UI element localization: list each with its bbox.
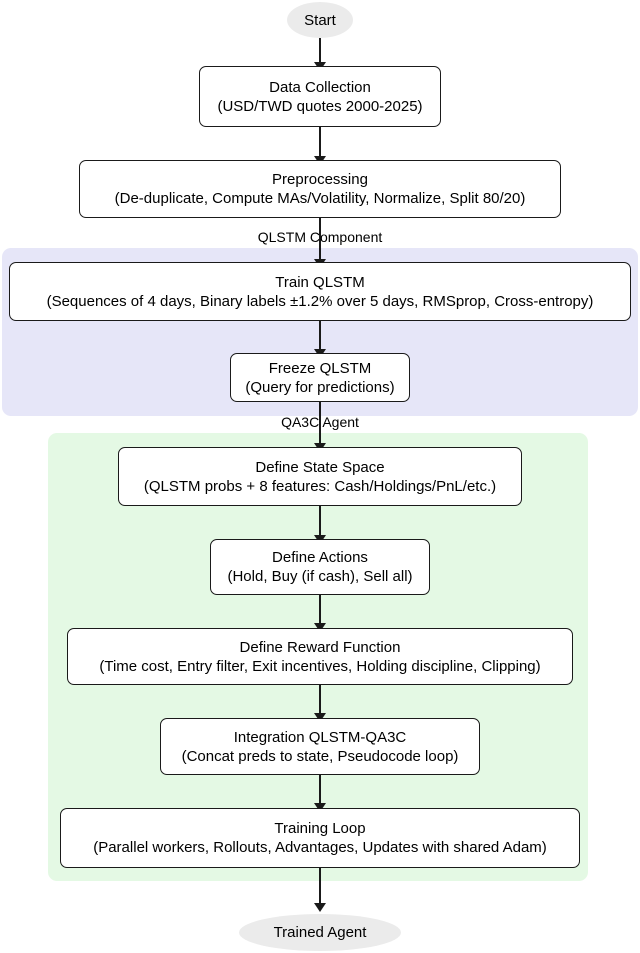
- node-data-collection-title: Data Collection: [269, 78, 371, 96]
- node-training-loop-title: Training Loop: [274, 820, 366, 837]
- node-train-qlstm-title: Train QLSTM: [275, 273, 365, 291]
- edge-training-loop-to-trained-agent-line: [319, 868, 321, 908]
- edge-data-collection-to-preprocessing-line: [319, 127, 321, 159]
- node-integration-qlstm-qa3c-title: Integration QLSTM-QA3C: [233, 728, 407, 746]
- terminal-start[interactable]: Start: [287, 2, 353, 38]
- terminal-start-label: Start: [304, 11, 336, 29]
- node-define-reward-function-title: Define Reward Function: [239, 638, 401, 656]
- node-train-qlstm[interactable]: Train QLSTM (Sequences of 4 days, Binary…: [9, 262, 631, 321]
- node-define-actions-sub: (Hold, Buy (if cash), Sell all): [227, 568, 413, 585]
- node-preprocessing-title: Preprocessing: [272, 171, 368, 188]
- node-training-loop-sub: (Parallel workers, Rollouts, Advantages,…: [93, 839, 547, 856]
- node-define-actions-title: Define Actions: [272, 549, 368, 566]
- node-preprocessing-sub: (De-duplicate, Compute MAs/Volatility, N…: [114, 190, 526, 207]
- node-define-state-space-title: Define State Space: [255, 458, 385, 476]
- node-data-collection-sub: (USD/TWD quotes 2000-2025): [217, 97, 423, 115]
- node-freeze-qlstm[interactable]: Freeze QLSTM (Query for predictions): [230, 353, 410, 402]
- node-define-actions[interactable]: Define Actions (Hold, Buy (if cash), Sel…: [210, 539, 430, 595]
- node-preprocessing[interactable]: Preprocessing (De-duplicate, Compute MAs…: [79, 160, 561, 218]
- edge-label-qlstm-component: QLSTM Component: [257, 229, 383, 245]
- node-freeze-qlstm-sub: (Query for predictions): [245, 378, 395, 396]
- edge-define-state-space-to-define-actions-line: [319, 506, 321, 540]
- terminal-trained-agent[interactable]: Trained Agent: [239, 914, 401, 951]
- node-define-reward-function-sub: (Time cost, Entry filter, Exit incentive…: [99, 657, 541, 675]
- node-train-qlstm-sub: (Sequences of 4 days, Binary labels ±1.2…: [46, 292, 594, 310]
- node-integration-qlstm-qa3c-sub: (Concat preds to state, Pseudocode loop): [181, 747, 459, 765]
- edge-define-reward-to-integration-head: [314, 713, 326, 722]
- node-training-loop[interactable]: Training Loop (Parallel workers, Rollout…: [60, 808, 580, 868]
- edge-train-qlstm-to-freeze-qlstm-line: [319, 321, 321, 354]
- node-define-state-space-sub: (QLSTM probs + 8 features: Cash/Holdings…: [143, 477, 497, 495]
- node-define-reward-function[interactable]: Define Reward Function (Time cost, Entry…: [67, 628, 573, 685]
- edge-integration-to-training-loop-head: [314, 803, 326, 812]
- edge-start-to-data-collection-line: [319, 38, 321, 65]
- edge-define-actions-to-define-reward-line: [319, 595, 321, 628]
- edge-preprocessing-to-train-qlstm-line: [319, 218, 321, 264]
- node-freeze-qlstm-title: Freeze QLSTM: [268, 359, 372, 377]
- edge-integration-to-training-loop-line: [319, 775, 321, 808]
- node-define-state-space[interactable]: Define State Space (QLSTM probs + 8 feat…: [118, 447, 522, 506]
- edge-label-qa3c-agent: QA3C Agent: [281, 414, 359, 430]
- edge-define-reward-to-integration-line: [319, 685, 321, 718]
- node-data-collection[interactable]: Data Collection (USD/TWD quotes 2000-202…: [199, 66, 441, 127]
- terminal-trained-agent-label: Trained Agent: [273, 924, 367, 941]
- edge-define-actions-to-define-reward-head: [314, 623, 326, 632]
- edge-training-loop-to-trained-agent-head: [314, 903, 326, 912]
- node-integration-qlstm-qa3c[interactable]: Integration QLSTM-QA3C (Concat preds to …: [160, 718, 480, 775]
- edge-freeze-qlstm-to-define-state-space-line: [319, 402, 321, 448]
